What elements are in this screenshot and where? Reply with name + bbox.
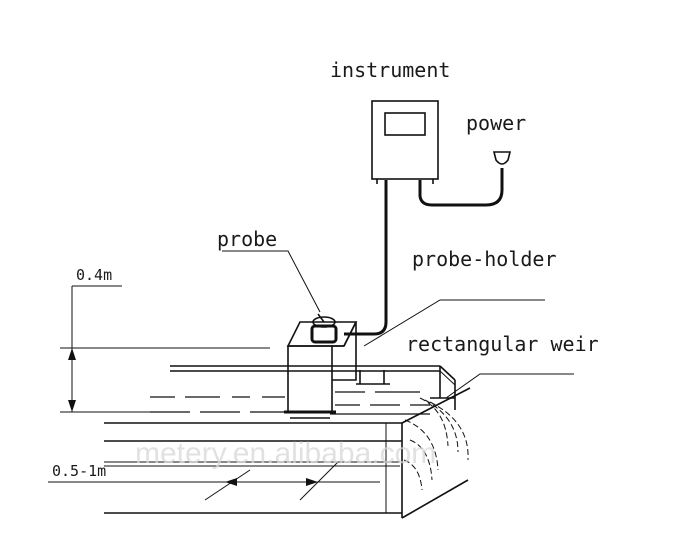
- probe-holder-body: [287, 345, 333, 413]
- probe: [310, 313, 338, 344]
- instrument-label: instrument: [330, 58, 450, 82]
- nappe-flow: [403, 397, 469, 491]
- instrument-housing: [371, 100, 439, 180]
- probe-holder: [284, 321, 358, 419]
- probe-holder-label: probe-holder: [412, 247, 557, 271]
- height-label: 0.4m: [76, 266, 112, 284]
- water-surface: [150, 391, 430, 415]
- lower-channel: [104, 387, 471, 519]
- watermark-text: metery.en.alibaba.com: [135, 437, 436, 470]
- distance-label: 0.5-1m: [52, 462, 106, 480]
- probe-leader: [222, 250, 321, 313]
- instrument-unit: [371, 100, 439, 184]
- probe-label: probe: [217, 227, 277, 251]
- channel: [150, 365, 456, 415]
- weir-leader: [445, 373, 574, 399]
- probe-cable: [344, 180, 388, 336]
- power-cable: [418, 151, 512, 207]
- distance-dimension: [48, 461, 380, 501]
- instrument-display: [384, 112, 426, 136]
- power-plug-icon: [492, 151, 512, 165]
- probe-holder-leader: [363, 299, 545, 347]
- rectangular-weir-label: rectangular weir: [406, 332, 599, 356]
- height-dimension: [60, 285, 270, 413]
- power-label: power: [466, 111, 526, 135]
